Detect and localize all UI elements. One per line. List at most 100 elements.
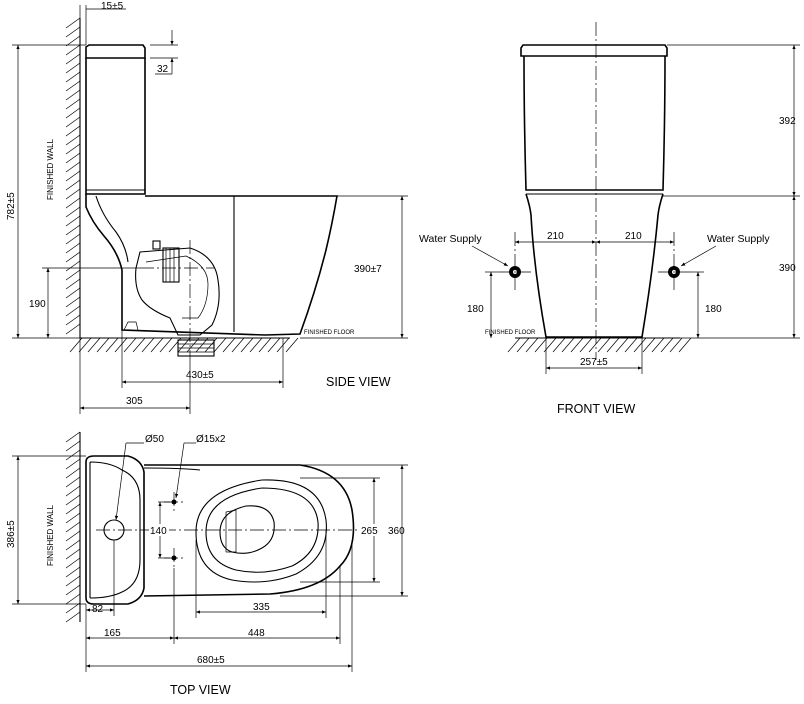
hatch-line: [65, 116, 81, 128]
hatch-line: [65, 206, 81, 218]
hatch-line: [65, 530, 81, 542]
dim-base-width: 257±5: [580, 357, 608, 368]
hatch-line: [65, 62, 81, 74]
hatch-line: [141, 337, 155, 353]
hatch-line: [65, 188, 81, 200]
dim-lid-offset: 32: [157, 64, 169, 75]
hatch-line: [123, 337, 137, 353]
dim-bolt-spacing: 140: [150, 526, 167, 537]
dim-bolt-offset: 165: [104, 628, 121, 639]
hatch-line: [65, 521, 81, 533]
hatch-line: [258, 337, 272, 353]
hatch-line: [525, 337, 539, 353]
hatch-line: [159, 337, 173, 353]
hatch-line: [65, 323, 81, 335]
dim-bowl-from-bolt: 448: [248, 628, 265, 639]
hatch-line: [267, 337, 281, 353]
hatch-line: [65, 233, 81, 245]
front-supply-right: [658, 232, 717, 292]
hatch-line: [105, 337, 119, 353]
dim-outlet-offset: 305: [126, 396, 143, 407]
hatch-line: [150, 337, 164, 353]
hatch-line: [65, 278, 81, 290]
hatch-line: [65, 125, 81, 137]
dim-total-length: 680±5: [197, 655, 225, 666]
hatch-line: [65, 305, 81, 317]
hatch-line: [597, 337, 611, 353]
side-wall: [65, 17, 81, 338]
hatch-line: [65, 17, 81, 29]
hatch-line: [65, 197, 81, 209]
dim-hole-dia: Ø50: [145, 434, 164, 445]
side-tank: [85, 44, 146, 195]
water-supply-right: Water Supply: [707, 233, 770, 245]
dim-outlet-span: 430±5: [186, 370, 214, 381]
hatch-line: [615, 337, 629, 353]
side-finished-floor: FINISHED FLOOR: [304, 330, 355, 336]
hatch-line: [651, 337, 665, 353]
hatch-line: [240, 337, 254, 353]
hatch-line: [65, 161, 81, 173]
dim-rim-inner: 265: [361, 526, 378, 537]
dim-rim-outer: 360: [388, 526, 405, 537]
hatch-line: [660, 337, 674, 353]
dim-supply-height-left: 180: [467, 304, 484, 315]
hatch-line: [65, 575, 81, 587]
top-dimensions: Ø50 Ø15x2 386±5 140 265 360: [6, 434, 408, 672]
hatch-line: [65, 269, 81, 281]
hatch-line: [65, 539, 81, 551]
hatch-line: [222, 337, 236, 353]
hatch-line: [65, 134, 81, 146]
top-view: Ø50 Ø15x2 386±5 140 265 360: [6, 431, 408, 697]
hatch-line: [213, 337, 227, 353]
top-wall: [65, 431, 81, 623]
hatch-line: [65, 584, 81, 596]
dim-bowl-length: 335: [253, 602, 270, 613]
hatch-line: [65, 89, 81, 101]
hatch-line: [65, 98, 81, 110]
side-finished-wall: FINISHED WALL: [46, 138, 55, 200]
top-bowl: [143, 464, 355, 597]
hatch-line: [65, 224, 81, 236]
dim-tank-front: 82: [92, 604, 104, 615]
hatch-line: [570, 337, 584, 353]
hatch-line: [65, 296, 81, 308]
hatch-line: [65, 44, 81, 56]
hatch-line: [65, 242, 81, 254]
hatch-line: [65, 611, 81, 623]
hatch-line: [65, 107, 81, 119]
front-view-title: FRONT VIEW: [557, 402, 635, 416]
hatch-line: [516, 337, 530, 353]
hatch-line: [285, 337, 299, 353]
front-finished-floor: FINISHED FLOOR: [485, 330, 536, 336]
hatch-line: [561, 337, 575, 353]
hatch-line: [588, 337, 602, 353]
side-view-title: SIDE VIEW: [326, 375, 391, 389]
hatch-line: [606, 337, 620, 353]
hatch-line: [96, 337, 110, 353]
hatch-line: [204, 337, 218, 353]
hatch-line: [65, 512, 81, 524]
hatch-line: [65, 494, 81, 506]
hatch-line: [642, 337, 656, 353]
front-bowl: [525, 193, 664, 338]
side-dimensions: 15±5 32 782±5 190 390±7: [6, 1, 408, 414]
hatch-line: [65, 53, 81, 65]
hatch-line: [249, 337, 263, 353]
hatch-line: [669, 337, 683, 353]
hatch-line: [65, 548, 81, 560]
dim-tank-height: 392: [779, 116, 796, 127]
hatch-line: [65, 251, 81, 263]
hatch-line: [65, 566, 81, 578]
hatch-line: [507, 337, 521, 353]
hatch-line: [65, 260, 81, 272]
hatch-line: [65, 476, 81, 488]
hatch-line: [87, 337, 101, 353]
hatch-line: [65, 152, 81, 164]
hatch-line: [633, 337, 647, 353]
front-view: Water Supply Water Supply 392 390 210 21…: [419, 22, 800, 416]
top-view-title: TOP VIEW: [170, 683, 231, 697]
hatch-line: [65, 143, 81, 155]
hatch-line: [65, 431, 81, 443]
